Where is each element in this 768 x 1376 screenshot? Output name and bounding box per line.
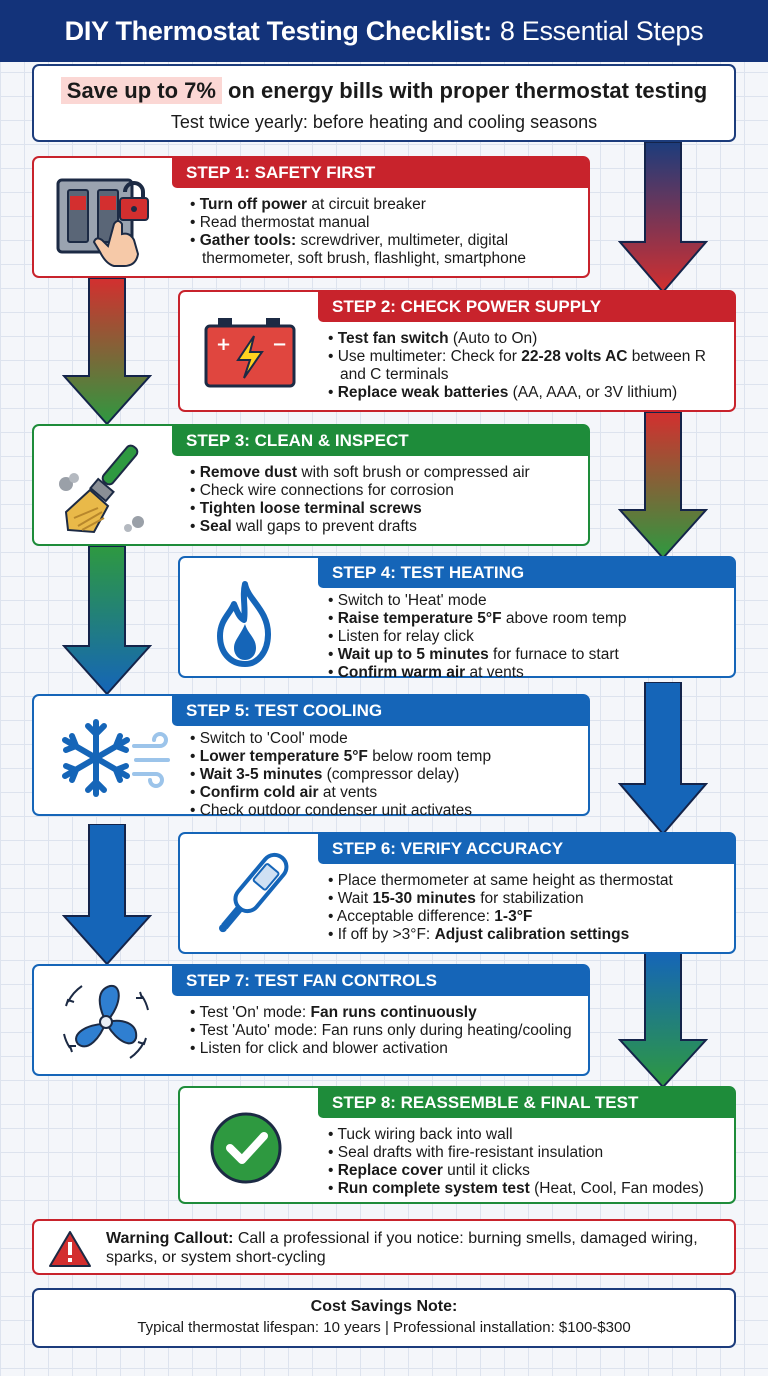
svg-text:+: + — [216, 334, 231, 355]
warning-label: Warning Callout: — [106, 1230, 234, 1247]
step-5-card: STEP 5: TEST COOLING Switch to 'Cool' mo… — [32, 694, 590, 819]
savings-highlight: Save up to 7% — [60, 77, 222, 104]
list-item: Listen for relay click — [328, 628, 728, 646]
list-item: Listen for click and blower activation — [190, 1040, 586, 1058]
step-2-bullets: Test fan switch (Auto to On) Use multime… — [328, 330, 728, 402]
list-item: Run complete system test (Heat, Cool, Fa… — [328, 1180, 728, 1198]
list-item: Place thermometer at same height as ther… — [328, 872, 728, 890]
list-item: Acceptable difference: 1-3°F — [328, 908, 728, 926]
step-7-bullets: Test 'On' mode: Fan runs continuously Te… — [190, 1004, 586, 1058]
list-item: Wait 15-30 minutes for stabilization — [328, 890, 728, 908]
list-item: Wait 3-5 minutes (compressor delay) — [190, 766, 580, 784]
intro-box: Save up to 7% on energy bills with prope… — [32, 64, 736, 142]
step-8-card: STEP 8: REASSEMBLE & FINAL TEST Tuck wir… — [178, 1086, 736, 1204]
intro-line1: Save up to 7% on energy bills with prope… — [34, 77, 734, 104]
svg-text:−: − — [272, 334, 287, 355]
checkmark-icon — [210, 1112, 282, 1184]
list-item: Check outdoor condenser unit activates — [190, 802, 580, 820]
page-title: DIY Thermostat Testing Checklist: 8 Esse… — [0, 0, 768, 62]
step-6-heading: STEP 6: VERIFY ACCURACY — [318, 834, 734, 864]
flow-arrow-step5-step7 — [62, 824, 152, 966]
list-item: Check wire connections for corrosion — [190, 482, 580, 500]
step-4-card: STEP 4: TEST HEATING Switch to 'Heat' mo… — [178, 556, 736, 681]
step-5-bullets: Switch to 'Cool' mode Lower temperature … — [190, 730, 580, 820]
list-item: Test 'Auto' mode: Fan runs only during h… — [190, 1022, 586, 1040]
intro-line2: Test twice yearly: before heating and co… — [170, 112, 598, 132]
circuit-breaker-lock-icon — [56, 178, 149, 267]
step-3-heading: STEP 3: CLEAN & INSPECT — [172, 426, 588, 456]
list-item: Lower temperature 5°F below room temp — [190, 748, 580, 766]
list-item: Test 'On' mode: Fan runs continuously — [190, 1004, 586, 1022]
flow-arrow-step2-step4 — [618, 412, 708, 560]
list-item: Read thermostat manual — [190, 214, 580, 232]
list-item: Replace weak batteries (AA, AAA, or 3V l… — [328, 384, 728, 402]
step-3-card: STEP 3: CLEAN & INSPECT Remove dust with… — [32, 424, 590, 546]
list-item: Replace cover until it clicks — [328, 1162, 728, 1180]
step-4-bullets: Switch to 'Heat' mode Raise temperature … — [328, 592, 728, 682]
warning-callout: Warning Callout: Call a professional if … — [32, 1219, 736, 1275]
list-item: Test fan switch (Auto to On) — [328, 330, 728, 348]
list-item: Gather tools: screwdriver, multimeter, d… — [190, 232, 580, 268]
step-3-bullets: Remove dust with soft brush or compresse… — [190, 464, 580, 536]
flow-arrow-step1-step3 — [62, 278, 152, 426]
flow-arrow-step4-step6 — [618, 682, 708, 836]
step-1-bullets: Turn off power at circuit breaker Read t… — [190, 196, 580, 268]
brush-icon — [59, 444, 144, 534]
step-2-heading: STEP 2: CHECK POWER SUPPLY — [318, 292, 734, 322]
list-item: Seal drafts with fire-resistant insulati… — [328, 1144, 728, 1162]
cost-text: Typical thermostat lifespan: 10 years | … — [137, 1319, 631, 1336]
title-sub: 8 Essential Steps — [499, 15, 704, 46]
cost-savings-note: Cost Savings Note: Typical thermostat li… — [32, 1288, 736, 1348]
thermometer-icon — [219, 852, 289, 933]
step-5-heading: STEP 5: TEST COOLING — [172, 696, 588, 726]
flow-arrow-step6-step8 — [618, 952, 708, 1089]
step-1-heading: STEP 1: SAFETY FIRST — [172, 158, 588, 188]
flame-icon — [217, 581, 271, 667]
flow-arrow-intro-step2 — [618, 142, 708, 294]
warning-body: Call a professional if you notice: burni… — [106, 1230, 698, 1266]
step-7-heading: STEP 7: TEST FAN CONTROLS — [172, 966, 588, 996]
list-item: Remove dust with soft brush or compresse… — [190, 464, 580, 482]
title-main: DIY Thermostat Testing Checklist: — [64, 15, 493, 46]
step-6-bullets: Place thermometer at same height as ther… — [328, 872, 728, 944]
list-item: Seal wall gaps to prevent drafts — [190, 518, 580, 536]
flow-arrow-step3-step5 — [62, 546, 152, 696]
list-item: Use multimeter: Check for 22-28 volts AC… — [328, 348, 728, 384]
cost-heading: Cost Savings Note: — [310, 1298, 458, 1315]
list-item: Turn off power at circuit breaker — [190, 196, 580, 214]
step-2-card: STEP 2: CHECK POWER SUPPLY + − Test fan … — [178, 290, 736, 412]
step-6-card: STEP 6: VERIFY ACCURACY Place thermomete… — [178, 832, 736, 954]
list-item: Confirm warm air at vents — [328, 664, 728, 682]
list-item: Switch to 'Heat' mode — [328, 592, 728, 610]
list-item: Tighten loose terminal screws — [190, 500, 580, 518]
list-item: Tuck wiring back into wall — [328, 1126, 728, 1144]
warning-text: Warning Callout: Call a professional if … — [106, 1229, 726, 1267]
warning-icon — [49, 1231, 91, 1267]
fan-icon — [63, 984, 149, 1059]
list-item: Raise temperature 5°F above room temp — [328, 610, 728, 628]
list-item: Wait up to 5 minutes for furnace to star… — [328, 646, 728, 664]
snowflake-icon — [62, 719, 170, 797]
step-8-bullets: Tuck wiring back into wall Seal drafts w… — [328, 1126, 728, 1198]
step-8-heading: STEP 8: REASSEMBLE & FINAL TEST — [318, 1088, 734, 1118]
step-1-card: STEP 1: SAFETY FIRST Turn off power at c… — [32, 156, 590, 278]
intro-line1-rest: on energy bills with proper thermostat t… — [228, 78, 708, 103]
step-7-card: STEP 7: TEST FAN CONTROLS Test 'On' mode… — [32, 964, 590, 1076]
list-item: Switch to 'Cool' mode — [190, 730, 580, 748]
battery-icon: + − — [204, 318, 296, 388]
list-item: If off by >3°F: Adjust calibration setti… — [328, 926, 728, 944]
step-4-heading: STEP 4: TEST HEATING — [318, 558, 734, 588]
list-item: Confirm cold air at vents — [190, 784, 580, 802]
